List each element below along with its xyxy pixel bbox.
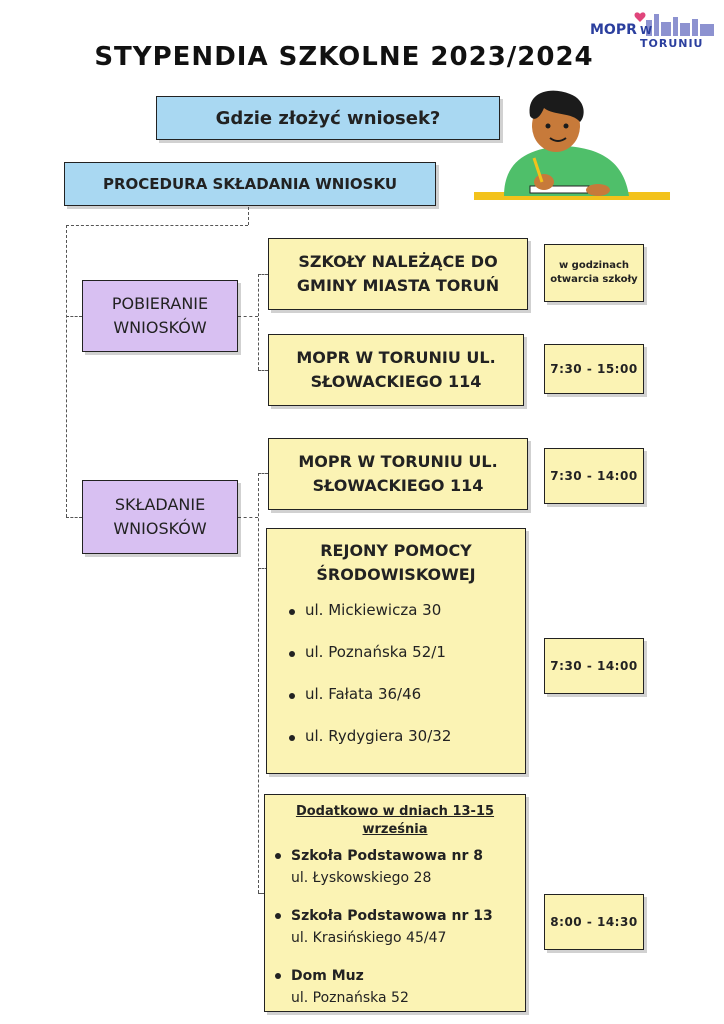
section-label-skladanie: SKŁADANIE WNIOSKÓW	[82, 480, 238, 554]
place-name: MOPR W TORUNIU UL. SŁOWACKIEGO 114	[296, 348, 496, 391]
hours-box: w godzinach otwarcia szkoły	[544, 244, 644, 302]
school-name: Szkoła Podstawowa nr 13	[291, 908, 493, 924]
connector-line	[238, 517, 258, 518]
connector-line	[258, 274, 259, 370]
hours-box: 7:30 - 14:00	[544, 448, 644, 504]
pobieranie-label: POBIERANIE WNIOSKÓW	[111, 294, 209, 337]
connector-line	[258, 473, 259, 893]
place-box: SZKOŁY NALEŻĄCE DO GMINY MIASTA TORUŃ	[268, 238, 528, 310]
hours-text: 7:30 - 15:00	[550, 362, 638, 376]
question-text: Gdzie złożyć wniosek?	[215, 107, 441, 129]
place-name: MOPR W TORUNIU UL. SŁOWACKIEGO 114	[298, 452, 498, 495]
dodatkowo-heading: Dodatkowo w dniach 13-15 września	[295, 804, 495, 837]
connector-line	[248, 207, 249, 225]
connector-line	[66, 316, 82, 317]
connector-line	[238, 316, 258, 317]
rejony-box: REJONY POMOCY ŚRODOWISKOWEJ ul. Mickiewi…	[266, 528, 526, 774]
page-title: STYPENDIA SZKOLNE 2023/2024	[94, 42, 594, 72]
school-address: ul. Krasińskiego 45/47	[291, 930, 447, 946]
list-item: Szkoła Podstawowa nr 8 ul. Łyskowskiego …	[275, 845, 515, 889]
connector-line	[66, 517, 82, 518]
school-address: ul. Poznańska 52	[291, 990, 409, 1006]
school-name: Dom Muz	[291, 968, 364, 984]
school-address: ul. Łyskowskiego 28	[291, 870, 432, 886]
hours-box: 7:30 - 14:00	[544, 638, 644, 694]
hours-box: 8:00 - 14:30	[544, 894, 644, 950]
connector-line	[258, 568, 268, 569]
logo-text-city: W TORUNIU	[640, 24, 704, 50]
place-box: MOPR W TORUNIU UL. SŁOWACKIEGO 114	[268, 334, 524, 406]
connector-line	[258, 473, 268, 474]
city-skyline-icon	[634, 12, 714, 36]
dodatkowo-box: Dodatkowo w dniach 13-15 września Szkoła…	[264, 794, 526, 1012]
mopr-logo: MOPR W TORUNIU	[588, 8, 718, 50]
logo-text-mopr: MOPR	[590, 22, 637, 38]
list-item: Szkoła Podstawowa nr 13 ul. Krasińskiego…	[275, 905, 515, 949]
list-item: ul. Rydygiera 30/32	[289, 727, 503, 769]
connector-line	[66, 225, 248, 226]
hours-text: 7:30 - 14:00	[550, 659, 638, 673]
section-label-pobieranie: POBIERANIE WNIOSKÓW	[82, 280, 238, 352]
question-box: Gdzie złożyć wniosek?	[156, 96, 500, 140]
list-item: Dom Muz ul. Poznańska 52	[275, 965, 515, 1009]
skladanie-label: SKŁADANIE WNIOSKÓW	[113, 495, 207, 538]
student-writing-icon	[474, 86, 674, 206]
school-name: Szkoła Podstawowa nr 8	[291, 848, 483, 864]
connector-line	[258, 370, 268, 371]
procedure-box: PROCEDURA SKŁADANIA WNIOSKU	[64, 162, 436, 206]
place-box: MOPR W TORUNIU UL. SŁOWACKIEGO 114	[268, 438, 528, 510]
connector-line	[258, 274, 268, 275]
list-item: ul. Mickiewicza 30	[289, 601, 503, 643]
hours-text: 8:00 - 14:30	[550, 915, 638, 929]
procedure-text: PROCEDURA SKŁADANIA WNIOSKU	[102, 175, 398, 193]
dodatkowo-list: Szkoła Podstawowa nr 8 ul. Łyskowskiego …	[275, 845, 515, 1009]
rejony-address-list: ul. Mickiewicza 30 ul. Poznańska 52/1 ul…	[289, 601, 503, 769]
rejony-heading: REJONY POMOCY ŚRODOWISKOWEJ	[316, 541, 476, 584]
hours-box: 7:30 - 15:00	[544, 344, 644, 394]
list-item: ul. Fałata 36/46	[289, 685, 503, 727]
place-name: SZKOŁY NALEŻĄCE DO GMINY MIASTA TORUŃ	[296, 252, 500, 295]
hours-text: 7:30 - 14:00	[550, 469, 638, 483]
connector-line	[258, 893, 264, 894]
hours-text: w godzinach otwarcia szkoły	[550, 260, 638, 285]
connector-line	[66, 225, 67, 517]
list-item: ul. Poznańska 52/1	[289, 643, 503, 685]
